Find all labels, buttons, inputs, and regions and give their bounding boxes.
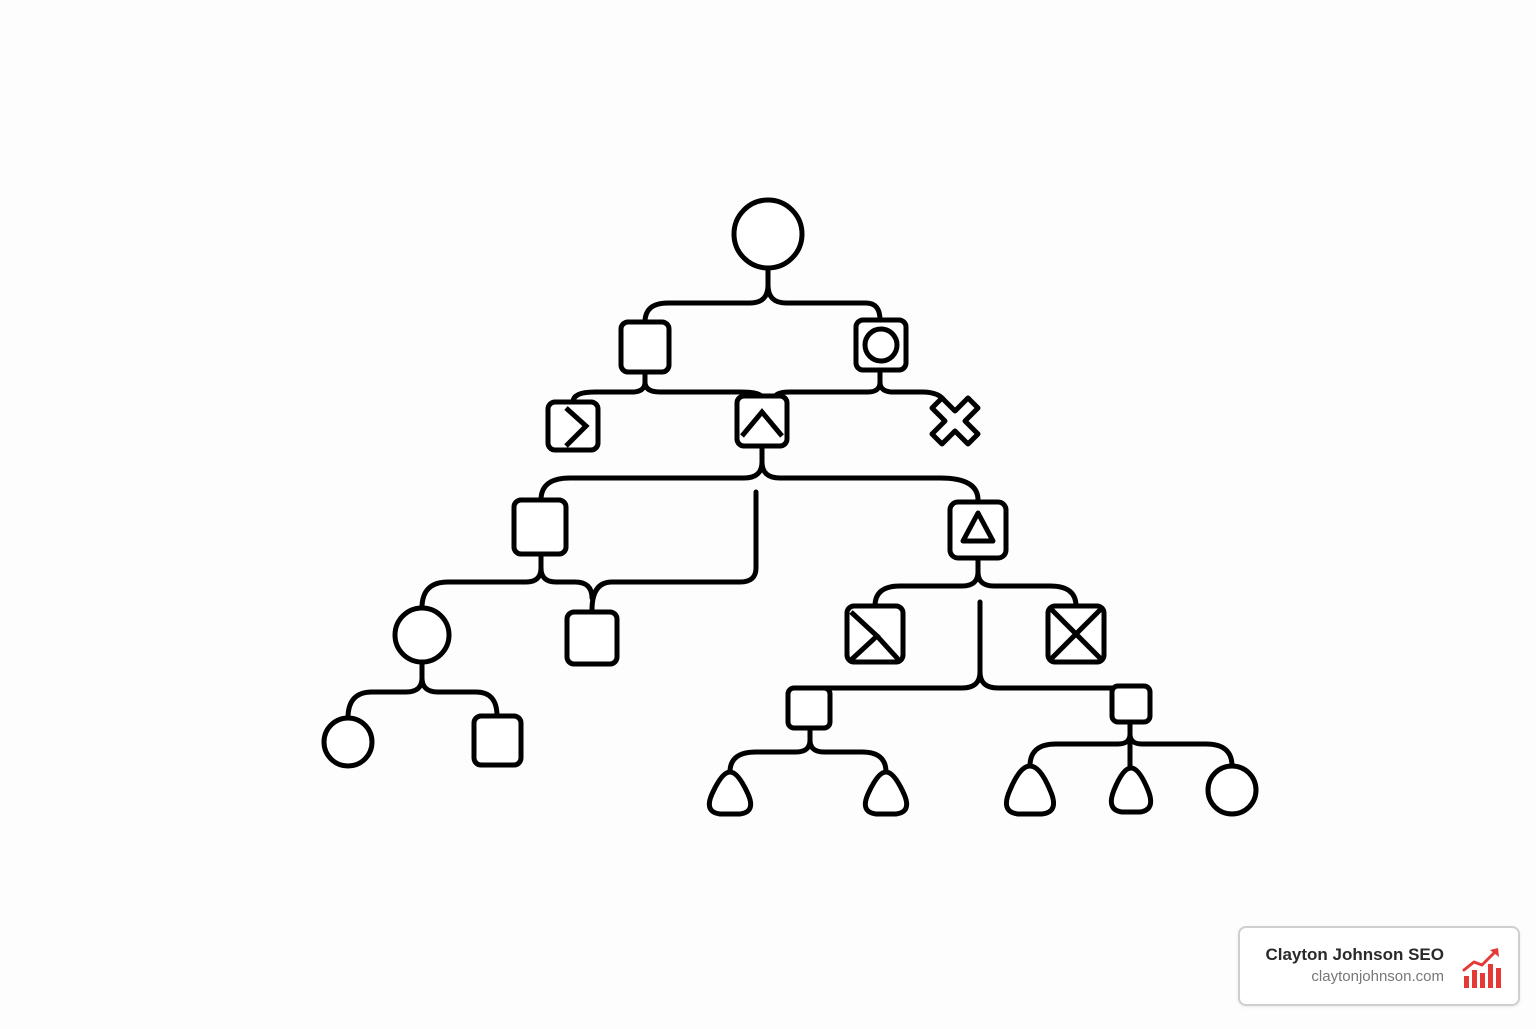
level2-chevron-up-node [734,393,790,449]
level3-left-square-node [511,497,569,557]
level2-cross-node [929,395,981,447]
level3-right-triangle-node [947,499,1009,561]
level4-circle-node [392,605,452,665]
leaf-triangle-4 [1108,765,1154,815]
root-circle-node [731,197,805,271]
level5-square-leaf [471,713,524,768]
leaf-circle [1205,763,1259,817]
leaf-triangle-1 [706,769,754,817]
leaf-triangle-3 [1003,763,1057,817]
level2-chevron-right-node [545,399,601,453]
brand-name: Clayton Johnson SEO [1265,945,1444,964]
brand-url[interactable]: claytonjohnson.com [1311,968,1444,985]
brand-text: Clayton Johnson SEO claytonjohnson.com [1265,944,1444,988]
leaf-triangle-2 [862,769,910,817]
brand-badge[interactable]: Clayton Johnson SEO claytonjohnson.com [1238,926,1520,1006]
level5-circle-leaf [321,715,375,769]
level5-mid-left-square-node [785,685,833,731]
level1-right-square-circle-node [853,317,909,373]
level4-square-node [564,609,620,667]
level5-mid-right-square-node [1109,683,1153,725]
level4-half-cross-node [844,603,906,665]
bar-chart-trend-icon [1462,948,1501,988]
level1-left-square-node [618,319,672,375]
level4-envelope-cross-node [1045,603,1107,665]
